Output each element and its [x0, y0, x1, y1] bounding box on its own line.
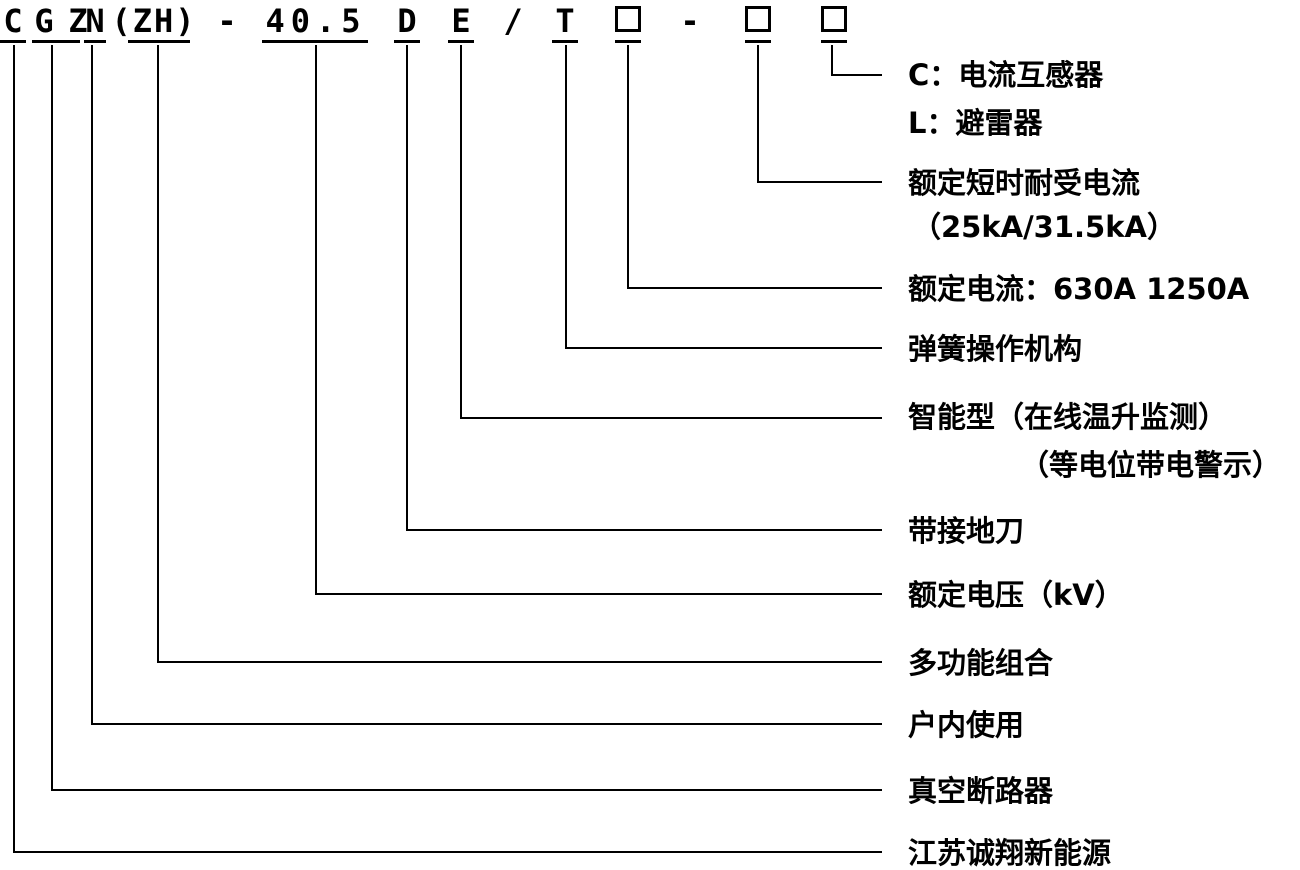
underline	[448, 40, 474, 43]
underline	[745, 40, 771, 43]
underline	[58, 40, 80, 43]
code-letter-z: Z	[68, 2, 88, 40]
code-letter-g: G	[34, 2, 54, 40]
model-code: C G Z N (ZH) - 40.5 D E / T -	[0, 0, 1300, 48]
label-intelligent-warning: （等电位带电警示）	[1020, 448, 1282, 482]
code-dash-1: -	[217, 2, 237, 40]
leader-multifunction	[157, 45, 882, 663]
code-box-accessory	[821, 6, 847, 32]
code-letter-t: T	[555, 2, 575, 40]
label-current-transformer: C：电流互感器	[908, 58, 1104, 92]
label-rated-voltage: 额定电压（kV）	[908, 578, 1124, 612]
leader-rated-current	[627, 45, 882, 289]
underline	[821, 40, 847, 43]
label-intelligent-temp: 智能型（在线温升监测）	[908, 400, 1228, 434]
underline	[0, 40, 26, 43]
label-indoor-use: 户内使用	[908, 708, 1025, 742]
leader-accessory	[831, 45, 882, 76]
leader-rated-voltage	[315, 45, 882, 595]
underline	[128, 40, 190, 43]
leader-short-time-current	[757, 45, 882, 183]
label-surge-arrester: L：避雷器	[908, 106, 1043, 140]
label-company: 江苏诚翔新能源	[908, 836, 1112, 870]
code-voltage: 40.5	[265, 2, 367, 40]
leader-intelligent	[460, 45, 882, 419]
label-rated-current: 额定电流：630A 1250A	[908, 272, 1250, 306]
underline	[84, 40, 106, 43]
code-letter-c: C	[3, 2, 23, 40]
leader-spring-mechanism	[565, 45, 882, 349]
leader-indoor	[91, 45, 882, 725]
label-multifunction: 多功能组合	[908, 646, 1054, 680]
code-box-current	[615, 6, 641, 32]
underline	[262, 40, 368, 43]
code-box-short-time	[745, 6, 771, 32]
code-letter-d: D	[397, 2, 417, 40]
code-letter-n: N	[85, 2, 105, 40]
code-letter-e: E	[451, 2, 471, 40]
label-earthing-switch: 带接地刀	[908, 514, 1025, 548]
label-short-time-current-values: （25kA/31.5kA）	[912, 210, 1176, 244]
leader-company	[13, 45, 882, 853]
code-dash-2: -	[680, 2, 700, 40]
leader-vacuum-breaker	[51, 45, 882, 791]
code-zh: (ZH)	[111, 2, 197, 40]
underline	[615, 40, 641, 43]
underline	[32, 40, 58, 43]
label-spring-mechanism: 弹簧操作机构	[908, 332, 1083, 366]
label-short-time-current: 额定短时耐受电流	[908, 166, 1141, 200]
underline	[552, 40, 578, 43]
leader-earthing-switch	[406, 45, 882, 531]
code-slash: /	[503, 2, 523, 40]
underline	[394, 40, 420, 43]
label-vacuum-breaker: 真空断路器	[908, 774, 1054, 808]
